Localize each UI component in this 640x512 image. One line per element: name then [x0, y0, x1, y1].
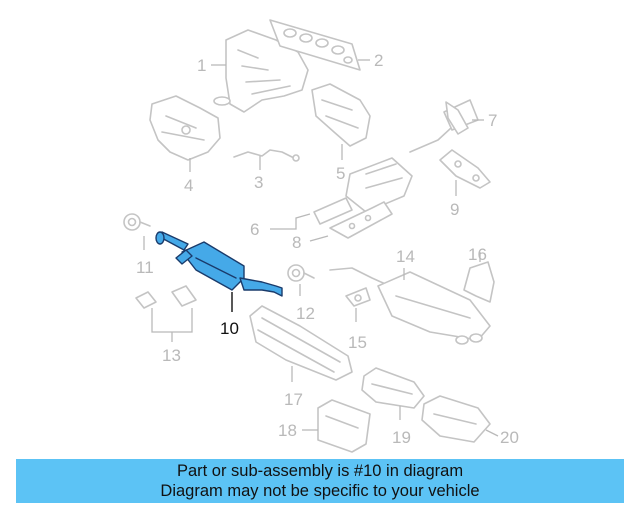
part-14-rear-muffler[interactable]: [329, 267, 491, 345]
banner-line-1: Part or sub-assembly is #10 in diagram: [176, 462, 464, 480]
part-11-clamp[interactable]: [123, 213, 151, 231]
part-18-floor-shield[interactable]: [317, 399, 371, 453]
info-banner: Part or sub-assembly is #10 in diagram D…: [16, 459, 624, 503]
part-9-hanger-bracket[interactable]: [439, 149, 491, 189]
callout-1: 1: [197, 56, 206, 75]
part-2-manifold-gasket[interactable]: [269, 19, 361, 71]
part-16-bracket[interactable]: [463, 261, 495, 303]
callout-18: 18: [278, 421, 297, 440]
part-19-heat-shield[interactable]: [361, 367, 425, 409]
banner-line-2: Diagram may not be specific to your vehi…: [160, 482, 480, 500]
part-13-hangers[interactable]: [135, 285, 197, 309]
part-4-heat-shield[interactable]: [149, 95, 221, 161]
callout-20: 20: [500, 428, 519, 447]
part-17-tunnel-shield[interactable]: [249, 305, 353, 381]
callout-19: 19: [392, 428, 411, 447]
part-3-bracket-rod[interactable]: [233, 149, 300, 162]
callout-5: 5: [336, 164, 345, 183]
callout-12: 12: [296, 304, 315, 323]
callout-14: 14: [396, 247, 415, 266]
part-7-gasket[interactable]: [445, 101, 469, 135]
callout-3: 3: [254, 173, 263, 192]
callout-6: 6: [250, 220, 259, 239]
callout-16: 16: [468, 245, 487, 264]
part-1-exhaust-manifold[interactable]: [213, 29, 309, 113]
callout-13: 13: [162, 346, 181, 365]
callout-11: 11: [136, 258, 154, 277]
callout-10: 10: [220, 319, 239, 338]
part-5-converter-shield[interactable]: [311, 83, 371, 147]
callout-9: 9: [450, 200, 459, 219]
part-20-rear-shield[interactable]: [421, 395, 491, 443]
part-8-gasket-strip[interactable]: [329, 201, 393, 239]
callout-7: 7: [488, 111, 497, 130]
callout-2: 2: [374, 51, 383, 70]
part-15-hanger[interactable]: [345, 287, 371, 307]
callout-17: 17: [284, 390, 303, 409]
callout-4: 4: [184, 176, 193, 195]
part-10-intermediate-pipe-highlighted[interactable]: [155, 231, 283, 297]
callout-8: 8: [292, 233, 301, 252]
part-12-clamp[interactable]: [287, 264, 315, 282]
callout-15: 15: [348, 333, 367, 352]
